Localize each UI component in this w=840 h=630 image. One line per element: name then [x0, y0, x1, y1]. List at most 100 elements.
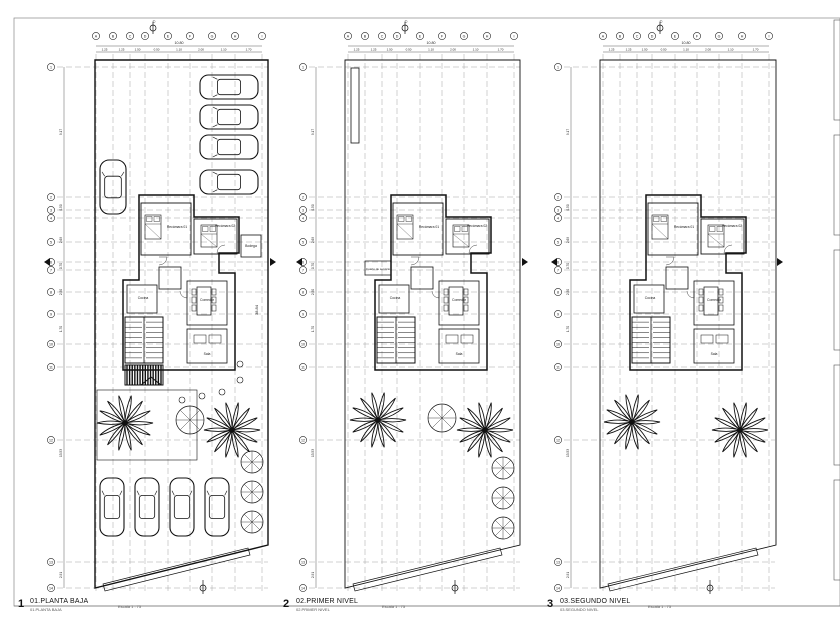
grid-bubble	[47, 584, 55, 592]
tree-branch	[495, 520, 504, 529]
grid-bubble	[460, 32, 468, 40]
palm-frond	[484, 407, 503, 431]
exterior-walls	[122, 194, 240, 371]
palm-frond	[231, 417, 258, 431]
panel-3-title: 03.SEGUNDO NIVEL	[560, 598, 631, 605]
car-edge	[224, 490, 228, 496]
grid-bubble	[47, 340, 55, 348]
car-icon	[199, 169, 259, 195]
grid-bubble-label: F	[696, 34, 699, 38]
section-marker-icon	[44, 258, 50, 266]
title-block-tab	[833, 134, 840, 236]
car-edge	[206, 490, 210, 496]
exterior-walls	[629, 194, 747, 371]
panel-1-subtitle: 01.PLANTA BAJA	[30, 607, 62, 612]
bed-icon	[651, 214, 669, 240]
grid-bubble-label: 14	[556, 586, 560, 590]
palm-frond	[118, 422, 126, 451]
tree-branch	[244, 521, 253, 530]
grid-bubble	[671, 32, 679, 40]
tree-branch	[431, 417, 443, 429]
section-marker-icon	[551, 258, 557, 266]
room-label: Bodega	[245, 244, 257, 248]
palm-trunk	[376, 418, 380, 422]
grid-bubble-label: 12	[49, 438, 53, 442]
sheet-frame	[13, 17, 840, 607]
palm-frond	[377, 418, 407, 423]
blanket-fold	[396, 223, 414, 240]
grid-bubble	[47, 436, 55, 444]
grid-bubble	[164, 32, 172, 40]
dimension-label: 1.10	[428, 48, 434, 52]
panel-2-subtitle: 02.PRIMER NIVEL	[296, 607, 330, 612]
palm-frond	[484, 429, 492, 458]
grid-bubble-label: 5	[50, 240, 52, 244]
door-swing	[179, 290, 188, 299]
palm-frond	[124, 422, 143, 446]
grid-bubble	[186, 32, 194, 40]
blanket-fold	[452, 233, 470, 248]
dimension-label: 1.10	[176, 48, 182, 52]
stair-icon	[376, 316, 416, 364]
pillow	[405, 216, 412, 222]
grid-bubble-label: 2	[557, 195, 559, 199]
car-body	[99, 477, 125, 537]
car-edge	[212, 124, 218, 128]
dimension-label: 13.53	[59, 449, 63, 457]
room-dining	[693, 280, 735, 326]
dining-table-icon	[698, 286, 724, 316]
car-edge	[119, 490, 123, 496]
sofa	[445, 334, 459, 344]
palm-tree-icon	[203, 402, 261, 458]
dimension-label: 0.50	[406, 48, 412, 52]
tree-icon	[491, 516, 515, 540]
pillow	[454, 226, 461, 232]
chair	[463, 304, 469, 312]
grid-bubble-label: D	[144, 34, 147, 38]
dimension-label: 1.10	[728, 48, 734, 52]
palm-frond	[371, 392, 379, 421]
car-icon	[169, 477, 195, 537]
pillow	[709, 226, 716, 232]
palm-frond	[478, 402, 486, 431]
dimension-label: 0.50	[59, 204, 63, 210]
palm-frond	[631, 420, 661, 425]
grid-bubble	[715, 32, 723, 40]
room-bedroom-02	[700, 218, 745, 255]
palm-frond	[733, 402, 741, 431]
dimension-label: 1.70	[311, 326, 315, 332]
palm-frond	[214, 407, 233, 431]
grid-bubble	[554, 238, 562, 246]
palm-frond	[614, 399, 633, 423]
panel-1-title: 01.PLANTA BAJA	[30, 598, 89, 605]
dimension-label: 9.17	[311, 129, 315, 135]
palm-frond	[739, 429, 747, 458]
room-label: Comedor	[200, 298, 215, 302]
grid-bubble	[231, 32, 239, 40]
grid-bubble	[208, 32, 216, 40]
tree-branch	[244, 514, 253, 523]
room-living	[186, 328, 228, 364]
room-dining	[438, 280, 480, 326]
car-cabin	[138, 494, 156, 519]
grid-bubble	[258, 32, 266, 40]
front-wall	[102, 547, 251, 592]
door-swing	[665, 256, 675, 266]
palm-frond	[739, 428, 769, 433]
stair-icon	[631, 316, 671, 364]
tree-branch	[502, 520, 511, 529]
tree-branch	[189, 419, 201, 431]
section-marker-icon	[777, 258, 783, 266]
grid-bubble-label: 14	[301, 586, 305, 590]
car-cabin	[216, 108, 241, 126]
panel-1-scale: Escala 1 : 75	[118, 604, 142, 609]
room-bedroom-02	[193, 218, 238, 255]
door-swing	[468, 244, 478, 254]
tree-branch	[502, 490, 511, 499]
chair	[191, 288, 197, 296]
palm-frond	[714, 429, 741, 443]
car-body	[169, 477, 195, 537]
grid-bubble-label: H	[741, 34, 744, 38]
palm-frond	[739, 407, 758, 431]
grid-bubble	[633, 32, 641, 40]
